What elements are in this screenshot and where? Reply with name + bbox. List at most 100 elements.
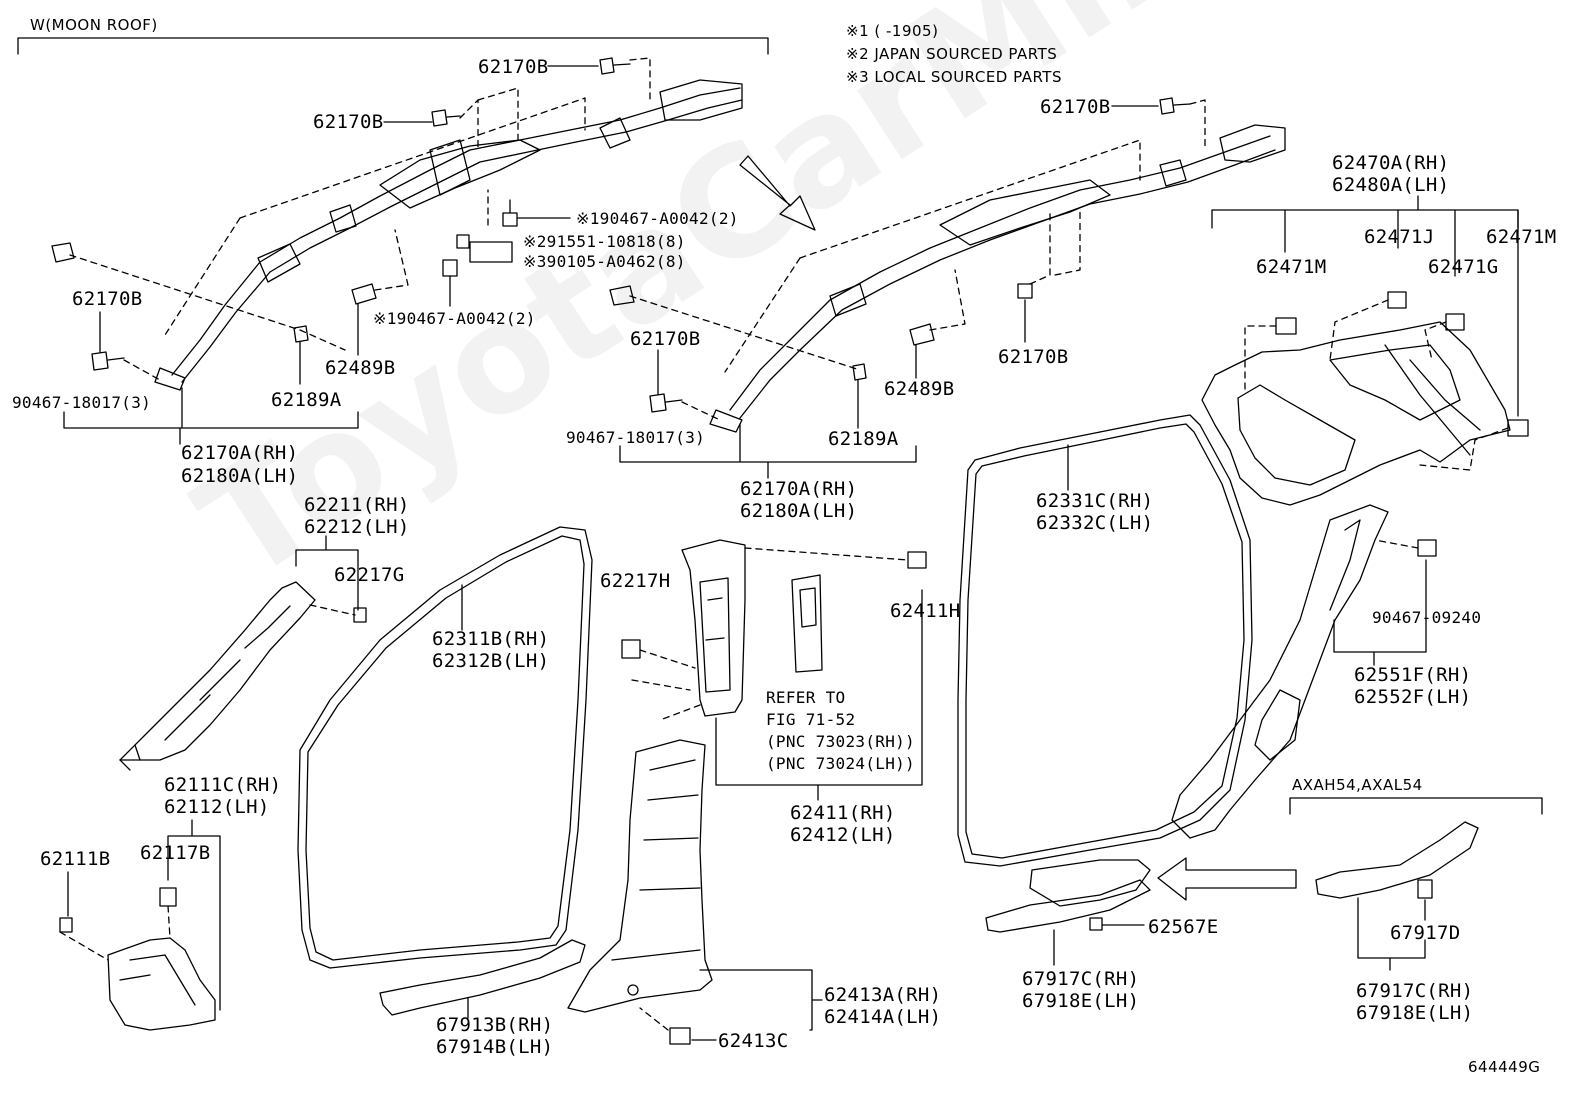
part-62413a-rh[interactable]: 62413A(RH) bbox=[824, 984, 942, 1006]
part-62470a-rh[interactable]: 62470A(RH) bbox=[1332, 152, 1450, 174]
a-pillar-trim bbox=[119, 581, 316, 771]
part-62212-lh[interactable]: 62212(LH) bbox=[304, 516, 410, 538]
part-90467-18017-left[interactable]: 90467-18017(3) bbox=[12, 393, 152, 412]
part-62412-lh[interactable]: 62412(LH) bbox=[790, 824, 896, 846]
part-67918e-lh-axah[interactable]: 67918E(LH) bbox=[1356, 1002, 1474, 1024]
part-90467-a0042-a[interactable]: ※190467-A0042(2) bbox=[576, 209, 739, 228]
part-62331c-rh[interactable]: 62331C(RH) bbox=[1036, 490, 1154, 512]
part-62489b-right[interactable]: 62489B bbox=[884, 378, 955, 400]
clip-62567e bbox=[1089, 917, 1145, 931]
group-label-axah54: AXAH54,AXAL54 bbox=[1292, 776, 1423, 794]
part-67918e-lh[interactable]: 67918E(LH) bbox=[1022, 990, 1140, 1012]
part-62189a-right[interactable]: 62189A bbox=[828, 428, 899, 450]
refer-line-1: REFER TO bbox=[766, 688, 846, 707]
part-62413c[interactable]: 62413C bbox=[718, 1030, 789, 1052]
leader-left-bolt-bc bbox=[469, 241, 513, 263]
part-62170b-left[interactable]: 62170B bbox=[72, 288, 143, 310]
part-62332c-lh[interactable]: 62332C(LH) bbox=[1036, 512, 1154, 534]
part-62471g[interactable]: 62471G bbox=[1428, 256, 1499, 278]
clip-9046-right bbox=[649, 393, 683, 413]
refer-pnc-lh[interactable]: (PNC 73024(LH)) bbox=[766, 754, 915, 773]
part-62411h[interactable]: 62411H bbox=[890, 600, 961, 622]
part-62217h[interactable]: 62217H bbox=[600, 570, 671, 592]
part-91551-10818[interactable]: ※291551-10818(8) bbox=[523, 232, 686, 251]
kick-panel-trim bbox=[107, 937, 216, 1031]
rear-door-weatherstrip bbox=[957, 414, 1253, 867]
part-62311b-rh[interactable]: 62311B(RH) bbox=[432, 628, 550, 650]
clip-9046-c bbox=[1417, 539, 1437, 557]
part-62111b[interactable]: 62111B bbox=[40, 848, 111, 870]
clip-62111b bbox=[59, 917, 73, 933]
axah-bracket bbox=[1357, 897, 1426, 971]
clip-62170b-mid-left bbox=[431, 109, 461, 127]
quarter-leaders bbox=[1244, 299, 1509, 471]
part-62111c-rh[interactable]: 62111C(RH) bbox=[164, 774, 282, 796]
quarter-trim-panel bbox=[1201, 321, 1511, 506]
part-90105-a0462[interactable]: ※390105-A0462(8) bbox=[523, 252, 686, 271]
clip-62411h bbox=[907, 551, 927, 569]
clip-62170b-r-right bbox=[1017, 283, 1033, 299]
refer-pnc-rh[interactable]: (PNC 73023(RH)) bbox=[766, 732, 915, 751]
part-62312b-lh[interactable]: 62312B(LH) bbox=[432, 650, 550, 672]
part-67917d[interactable]: 67917D bbox=[1390, 922, 1461, 944]
part-62411-rh[interactable]: 62411(RH) bbox=[790, 802, 896, 824]
clip-62471m-a bbox=[1275, 317, 1297, 335]
part-62170b-r-left[interactable]: 62170B bbox=[630, 328, 701, 350]
part-62211-rh[interactable]: 62211(RH) bbox=[304, 494, 410, 516]
rear-scuff-arrow bbox=[1157, 857, 1297, 901]
part-62471m-left[interactable]: 62471M bbox=[1256, 256, 1327, 278]
lower-b-pillar-trim bbox=[567, 739, 713, 1013]
clip-62117b bbox=[159, 887, 177, 907]
part-62471j[interactable]: 62471J bbox=[1364, 226, 1435, 248]
axah54-bracket bbox=[1289, 797, 1543, 815]
group-label-moon-roof: W(MOON ROOF) bbox=[30, 16, 158, 34]
left-curtain-airbag bbox=[154, 79, 743, 391]
b-pillar-upper-trim bbox=[681, 539, 746, 717]
part-90467-a0042-b[interactable]: ※190467-A0042(2) bbox=[373, 309, 536, 328]
moon-roof-bracket bbox=[17, 37, 769, 55]
front-door-weatherstrip bbox=[297, 526, 593, 969]
lower-b-dash bbox=[639, 1007, 669, 1031]
part-90467-09240[interactable]: 90467-09240 bbox=[1372, 608, 1482, 627]
part-62552f-lh[interactable]: 62552F(LH) bbox=[1354, 686, 1472, 708]
part-62217g[interactable]: 62217G bbox=[334, 564, 405, 586]
note-3: ※3 LOCAL SOURCED PARTS bbox=[846, 68, 1062, 86]
part-62170b-top-right[interactable]: 62170B bbox=[1040, 96, 1111, 118]
part-62489b-left[interactable]: 62489B bbox=[325, 357, 396, 379]
clip-9046-left bbox=[91, 351, 125, 371]
part-62480a-lh[interactable]: 62480A(LH) bbox=[1332, 174, 1450, 196]
clip-62471m-b bbox=[1507, 419, 1529, 437]
axah-scuff-plate bbox=[1315, 821, 1479, 899]
part-67913b-rh[interactable]: 67913B(RH) bbox=[436, 1014, 554, 1036]
part-62170a-rh-right[interactable]: 62170A(RH) bbox=[740, 478, 858, 500]
part-62189a-left[interactable]: 62189A bbox=[271, 389, 342, 411]
part-62112-lh[interactable]: 62112(LH) bbox=[164, 796, 270, 818]
part-67914b-lh[interactable]: 67914B(LH) bbox=[436, 1036, 554, 1058]
note-1: ※1 ( -1905) bbox=[846, 22, 939, 40]
clip-62489b-right bbox=[909, 323, 935, 346]
part-62170b-top-left[interactable]: 62170B bbox=[478, 56, 549, 78]
part-62170b-r-right[interactable]: 62170B bbox=[998, 346, 1069, 368]
part-67917c-rh[interactable]: 67917C(RH) bbox=[1022, 968, 1140, 990]
lower-anchor-left bbox=[154, 367, 186, 391]
diagram-id: 644449G bbox=[1468, 1058, 1541, 1076]
right-curtain-airbag bbox=[709, 124, 1286, 433]
part-62414a-lh[interactable]: 62414A(LH) bbox=[824, 1006, 942, 1028]
c-pillar-dash bbox=[1374, 539, 1419, 549]
part-62170b-mid-left[interactable]: 62170B bbox=[313, 111, 384, 133]
rear-scuff-plate bbox=[985, 859, 1151, 933]
clip-62170b-top-left bbox=[599, 57, 631, 75]
part-62551f-rh[interactable]: 62551F(RH) bbox=[1354, 664, 1472, 686]
clip-62471j bbox=[1387, 291, 1407, 309]
part-62117b[interactable]: 62117B bbox=[140, 842, 211, 864]
part-90467-18017-right[interactable]: 90467-18017(3) bbox=[566, 428, 706, 447]
part-62471m-right[interactable]: 62471M bbox=[1486, 226, 1557, 248]
refer-line-2: FIG 71-52 bbox=[766, 710, 856, 729]
part-67917c-rh-axah[interactable]: 67917C(RH) bbox=[1356, 980, 1474, 1002]
clip-62489b-left bbox=[351, 283, 377, 305]
part-62567e[interactable]: 62567E bbox=[1148, 916, 1219, 938]
part-62180a-lh-left[interactable]: 62180A(LH) bbox=[181, 465, 299, 487]
part-62180a-lh-right[interactable]: 62180A(LH) bbox=[740, 500, 858, 522]
part-62170a-rh-left[interactable]: 62170A(RH) bbox=[181, 442, 299, 464]
